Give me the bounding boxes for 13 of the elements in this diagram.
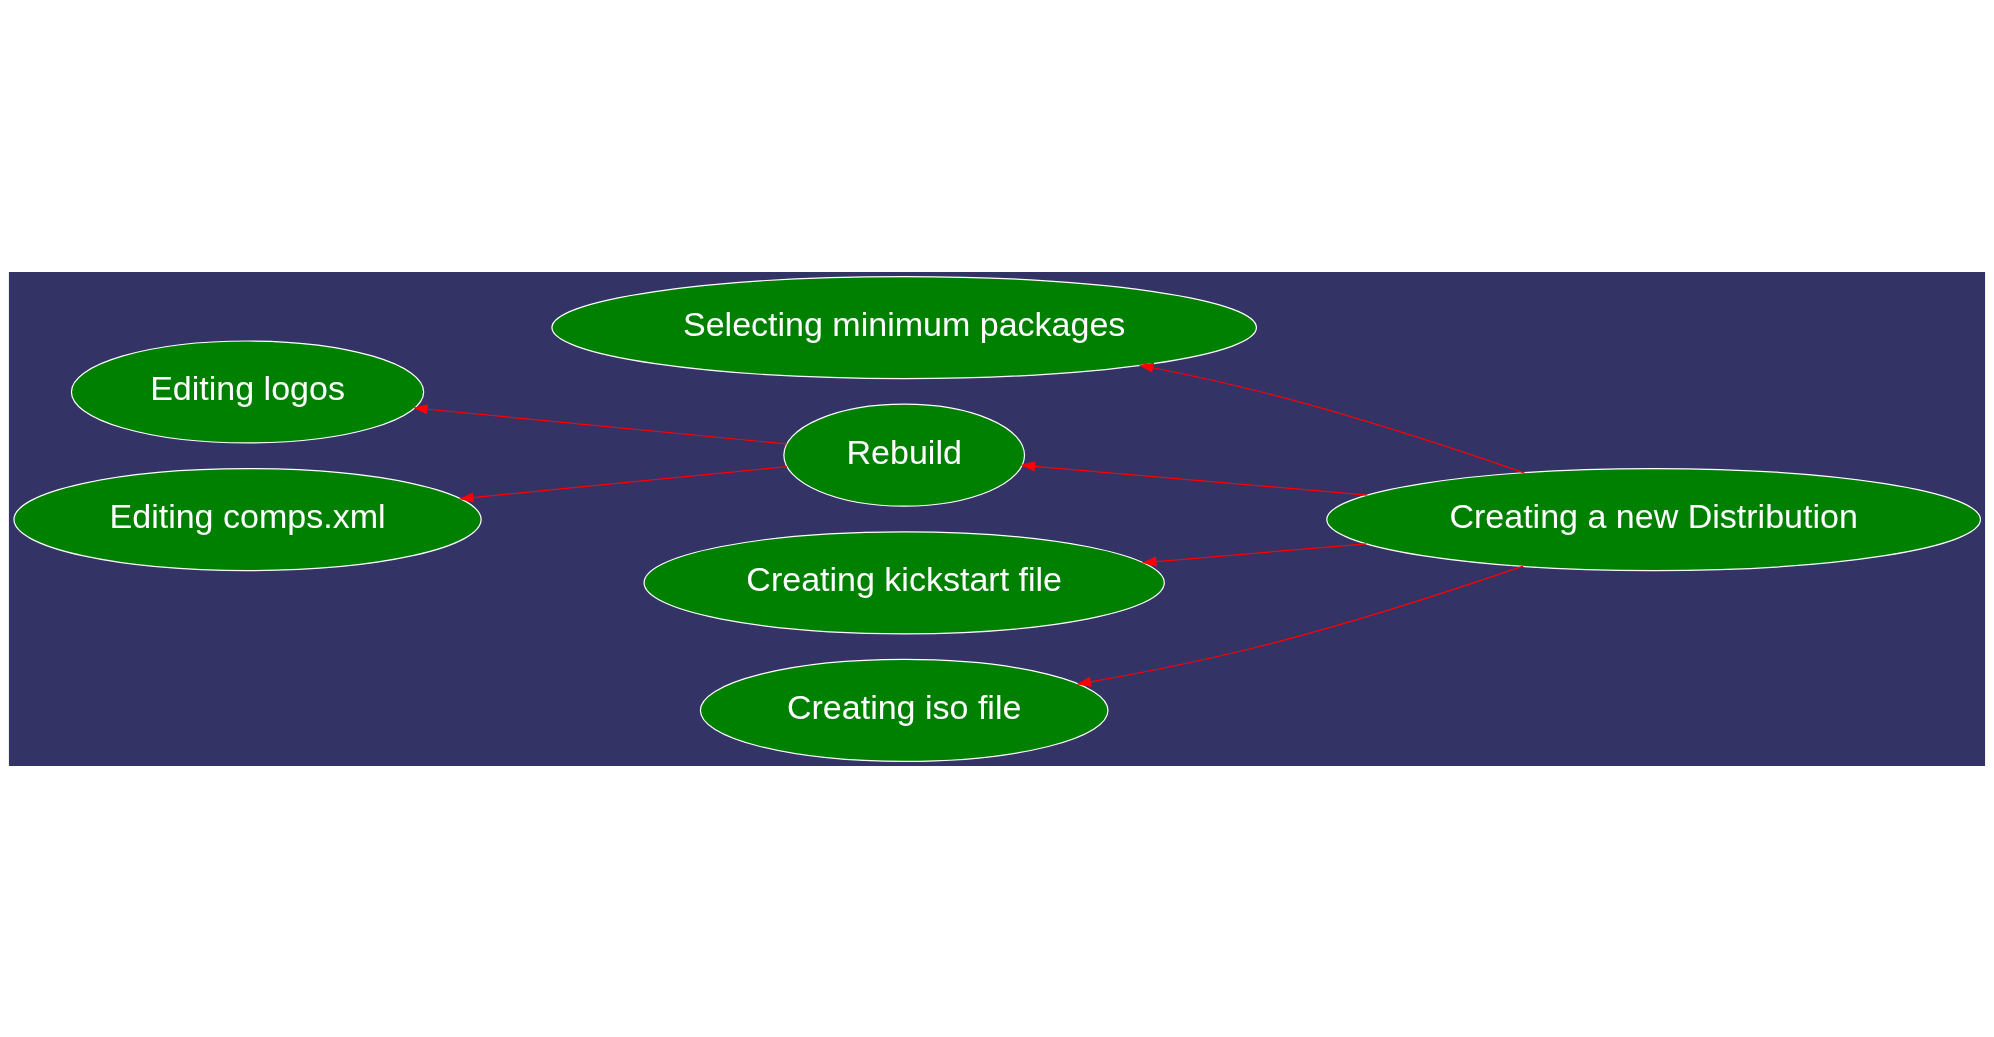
node-ellipse: Editing logos — [70, 339, 425, 444]
node-ellipse: Creating kickstart file — [643, 530, 1165, 634]
node-ellipse: Creating iso file — [699, 658, 1109, 762]
node-ellipse: Selecting minimum packages — [551, 275, 1258, 379]
arrow — [1138, 362, 1525, 473]
node-ellipse: Editing comps.xml — [13, 467, 482, 571]
arrow — [1076, 565, 1524, 687]
arrow — [413, 403, 788, 445]
arrow — [1141, 542, 1367, 567]
arrow — [458, 465, 788, 503]
node-ellipse: Rebuild — [783, 403, 1026, 507]
node-ellipse: Creating a new Distribution — [1326, 467, 1982, 571]
arrow — [1020, 460, 1368, 496]
